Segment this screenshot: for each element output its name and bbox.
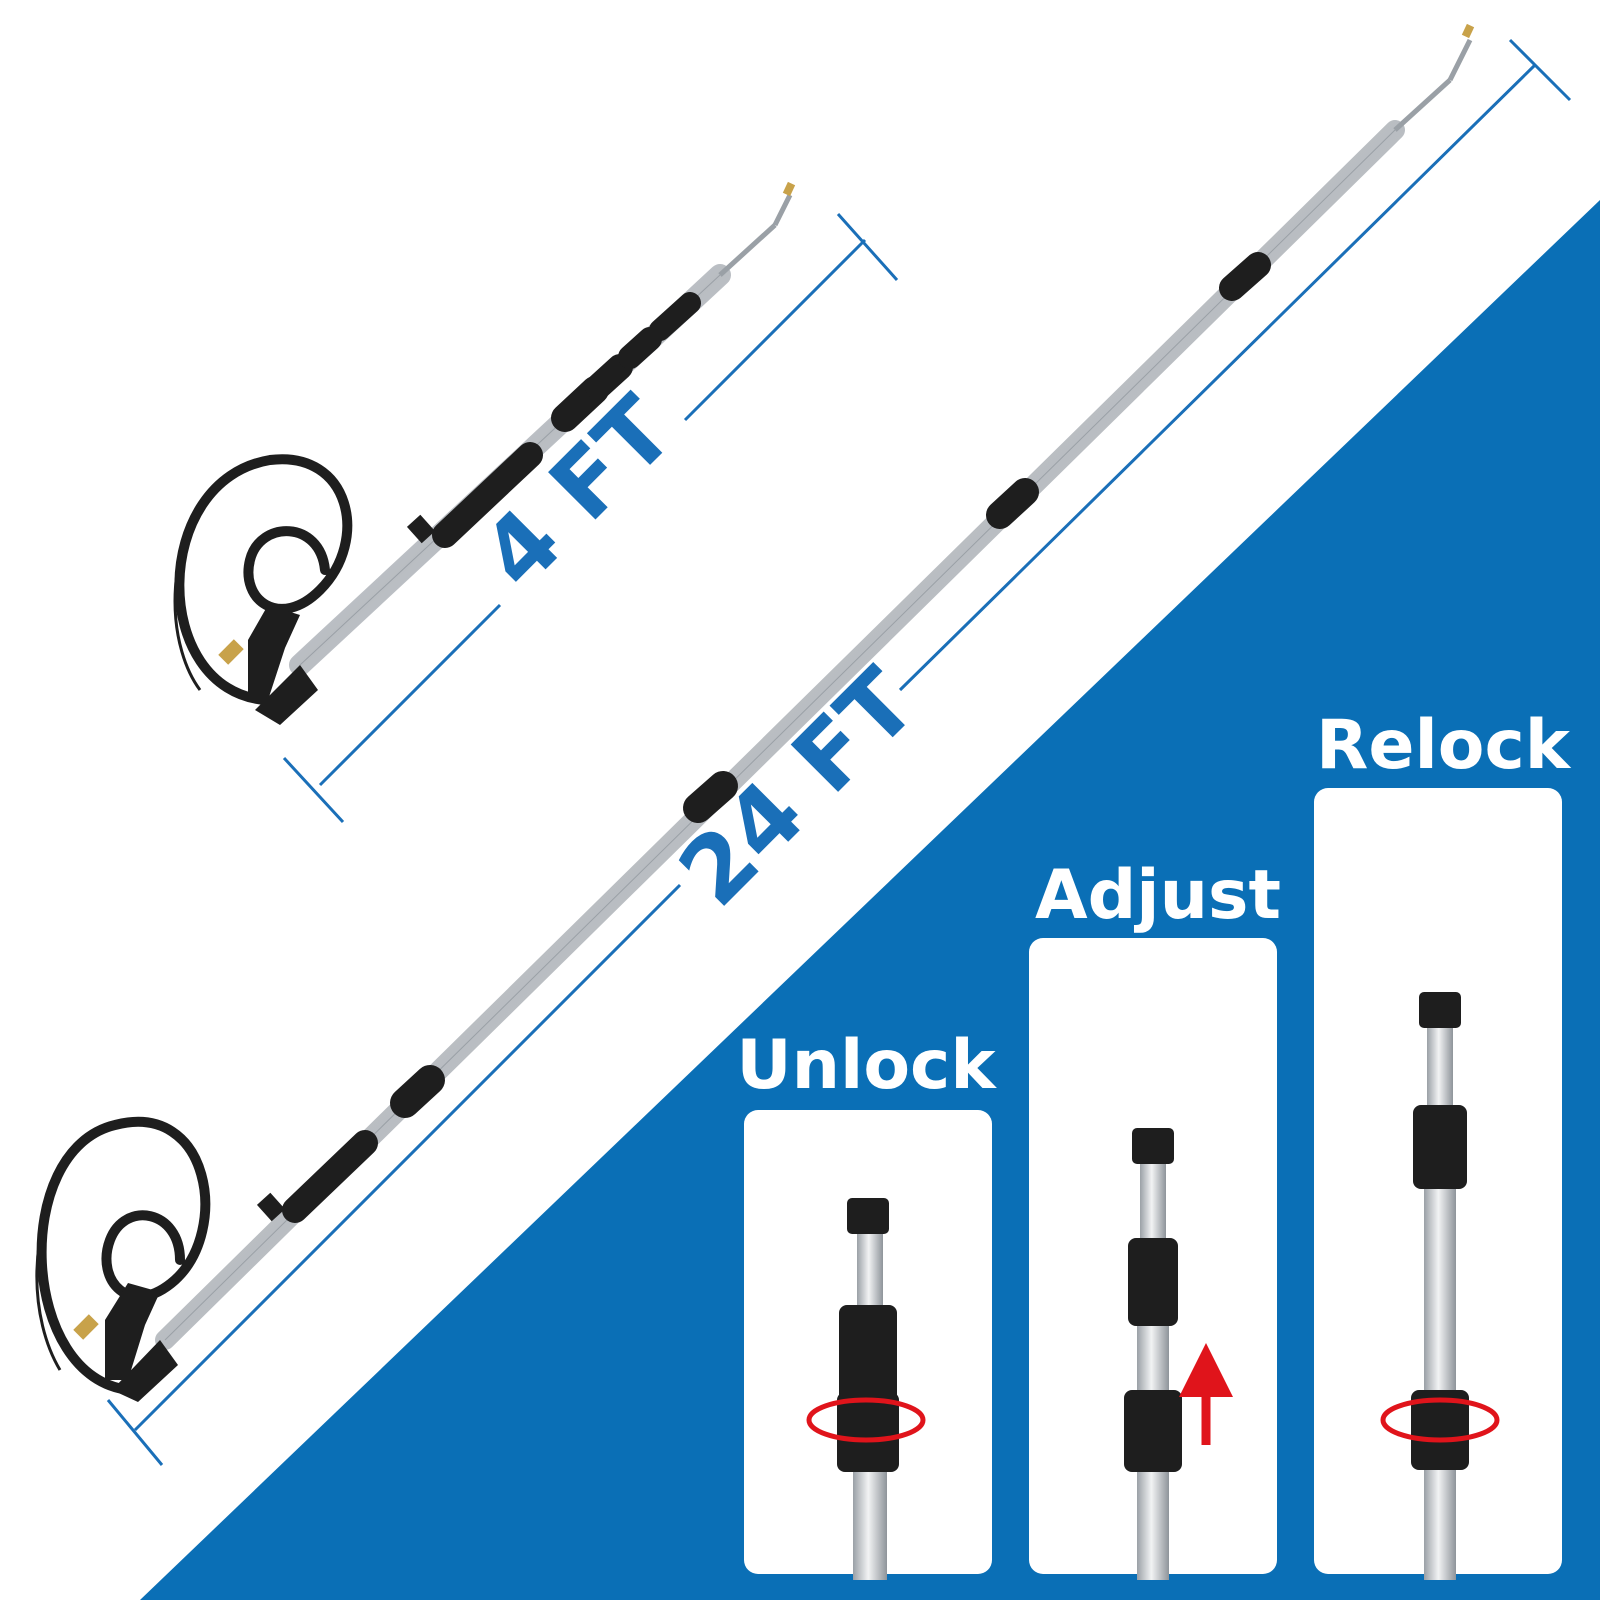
dimension-line-4ft [282, 213, 899, 824]
step-title-adjust: Adjust [1035, 856, 1281, 935]
dimension-line-24ft [106, 38, 1572, 1466]
long-wand [35, 23, 1475, 1402]
pole-closeup-relock [1411, 992, 1469, 1580]
rotate-arrow-icon [806, 1397, 926, 1443]
step-panel-unlock: Unlock [736, 1026, 997, 1580]
step-title-unlock: Unlock [736, 1026, 997, 1105]
spray-gun-icon [248, 605, 318, 725]
spray-gun-icon [105, 1283, 178, 1402]
step-panel-relock: Relock [1314, 706, 1572, 1580]
pole-closeup-unlock [837, 1198, 899, 1580]
hose-coil-icon [174, 454, 353, 705]
step-title-relock: Relock [1316, 706, 1572, 785]
hose-coil-icon [36, 1117, 211, 1395]
step-panel-adjust: Adjust [1029, 856, 1281, 1580]
pole-closeup-adjust [1124, 1128, 1182, 1580]
rotate-arrow-icon [1380, 1397, 1500, 1443]
short-wand [173, 181, 796, 725]
